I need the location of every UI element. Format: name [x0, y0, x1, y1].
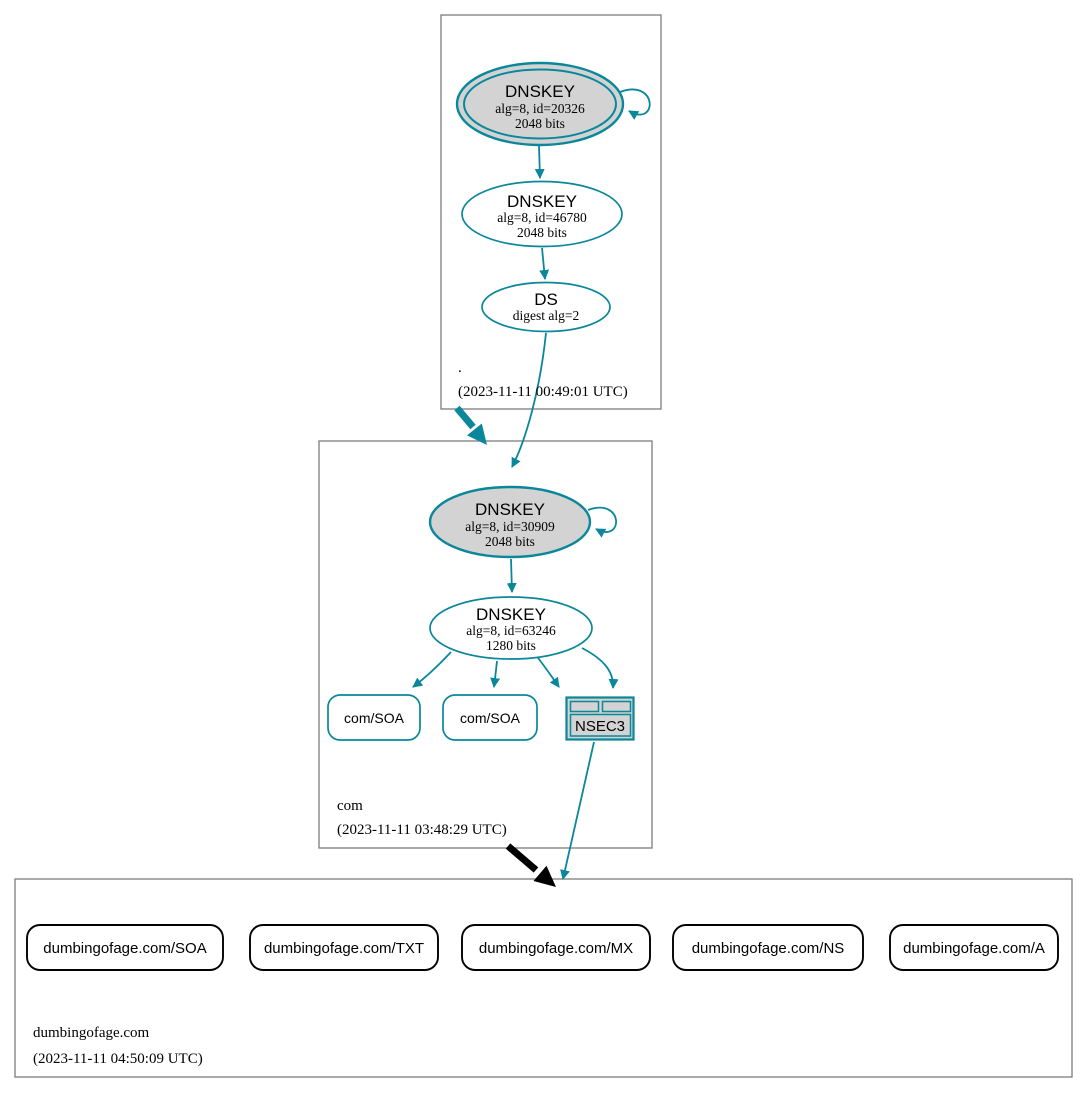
node-ds: DS digest alg=2: [481, 281, 611, 333]
dnskey-detail: alg=8, id=63246: [466, 623, 556, 638]
rrset-label: com/SOA: [344, 710, 405, 726]
dnskey-bits: 1280 bits: [486, 638, 536, 653]
node-com-soa-right: com/SOA: [442, 694, 538, 741]
zone-name: .: [458, 360, 462, 376]
delegation-arrowhead: [533, 865, 556, 887]
edge-dnskey-63246-to-soa-left: [412, 651, 452, 688]
dnskey-ksk-ellipse: [428, 485, 592, 559]
rrset-label: com/SOA: [460, 710, 521, 726]
node-dumbingofage-soa: dumbingofage.com/SOA: [26, 924, 224, 971]
edges: [412, 88, 651, 887]
zone-label-dumbingofage-com: dumbingofage.com (2023-11-11 04:50:09 UT…: [33, 1025, 203, 1067]
rrset-rect: [442, 694, 538, 741]
ds-detail: digest alg=2: [513, 308, 579, 323]
zone-name: com: [337, 798, 363, 814]
rrset-rect: [461, 924, 651, 971]
node-com-soa-left: com/SOA: [327, 694, 421, 741]
dnskey-title: DNSKEY: [505, 82, 575, 101]
dnskey-detail: alg=8, id=46780: [497, 210, 587, 225]
rrset-label: dumbingofage.com/SOA: [43, 940, 206, 957]
node-dnskey-63246: DNSKEY alg=8, id=63246 1280 bits: [429, 596, 593, 660]
zone-label-com: com (2023-11-11 03:48:29 UTC): [337, 798, 507, 838]
dnskey-detail: alg=8, id=20326: [495, 101, 585, 116]
dnskey-bits: 2048 bits: [517, 225, 567, 240]
rrset-rect: [672, 924, 864, 971]
dnskey-zsk-ellipse: [461, 180, 623, 248]
node-dnskey-30909: DNSKEY alg=8, id=30909 2048 bits: [428, 485, 592, 559]
delegation-arrow-shaft: [454, 405, 476, 430]
nsec3-label-cell: [569, 713, 632, 737]
dnskey-bits: 2048 bits: [515, 116, 565, 131]
zone-timestamp: (2023-11-11 03:48:29 UTC): [337, 822, 507, 838]
dnskey-title: DNSKEY: [475, 500, 545, 519]
ds-ellipse: [481, 281, 611, 333]
rrset-label: dumbingofage.com/NS: [692, 940, 845, 957]
edge-dnskey-30909-self-sign: [587, 506, 617, 538]
edge-dnskey-63246-to-nsec3-b: [581, 647, 619, 689]
dnskey-ksk-ellipse-outer: [455, 61, 625, 147]
node-dumbingofage-ns: dumbingofage.com/NS: [672, 924, 864, 971]
rrset-label: dumbingofage.com/A: [903, 940, 1045, 957]
node-dumbingofage-a: dumbingofage.com/A: [889, 924, 1059, 971]
dnskey-title: DNSKEY: [476, 605, 546, 624]
zone-name: dumbingofage.com: [33, 1025, 150, 1041]
node-dumbingofage-txt: dumbingofage.com/TXT: [249, 924, 439, 971]
edge-dnskey-63246-to-nsec3-a: [534, 653, 560, 688]
delegation-arrowhead: [467, 423, 487, 445]
rrset-rect: [249, 924, 439, 971]
zone-timestamp: (2023-11-11 00:49:01 UTC): [458, 384, 628, 400]
edge-dnskey-20326-self-sign: [619, 88, 651, 120]
dnskey-zsk-ellipse: [429, 596, 593, 660]
delegation-arrow-shaft: [505, 843, 539, 873]
node-dnskey-46780: DNSKEY alg=8, id=46780 2048 bits: [461, 180, 623, 248]
dnskey-title: DNSKEY: [507, 192, 577, 211]
zone-timestamp: (2023-11-11 04:50:09 UTC): [33, 1051, 203, 1067]
edge-dnskey-20326-to-46780: [534, 145, 545, 179]
dnskey-bits: 2048 bits: [485, 534, 535, 549]
nsec3-label: NSEC3: [575, 718, 625, 735]
rrset-label: dumbingofage.com/TXT: [264, 940, 424, 957]
zone-box-dumbingofage-com: [14, 878, 1073, 1078]
rrset-rect: [889, 924, 1059, 971]
nsec3-cell-left: [569, 700, 600, 713]
dnskey-ksk-ellipse-inner: [463, 68, 617, 140]
edge-ds-to-dnskey-30909: [511, 332, 547, 468]
edge-nsec3-to-dumbingofage: [560, 741, 595, 880]
rrset-rect: [26, 924, 224, 971]
zone-box-root: [440, 14, 662, 410]
edge-dnskey-30909-to-63246: [506, 558, 517, 593]
node-dnskey-20326: DNSKEY alg=8, id=20326 2048 bits: [455, 61, 625, 147]
edge-dnskey-63246-to-soa-right: [490, 660, 501, 688]
rrset-label: dumbingofage.com/MX: [479, 940, 633, 957]
node-nsec3: NSEC3: [565, 696, 635, 741]
node-dumbingofage-mx: dumbingofage.com/MX: [461, 924, 651, 971]
rrset-rect: [327, 694, 421, 741]
ds-title: DS: [534, 290, 558, 309]
delegation-arrow-root-to-com: [454, 405, 487, 445]
edge-dnskey-46780-to-ds: [539, 247, 550, 280]
zone-label-root: . (2023-11-11 00:49:01 UTC): [458, 360, 628, 400]
nsec3-outer-rect: [565, 696, 635, 741]
dnskey-detail: alg=8, id=30909: [465, 519, 555, 534]
nsec3-cell-right: [601, 700, 632, 713]
delegation-arrow-com-to-dumbingofage: [505, 843, 556, 887]
